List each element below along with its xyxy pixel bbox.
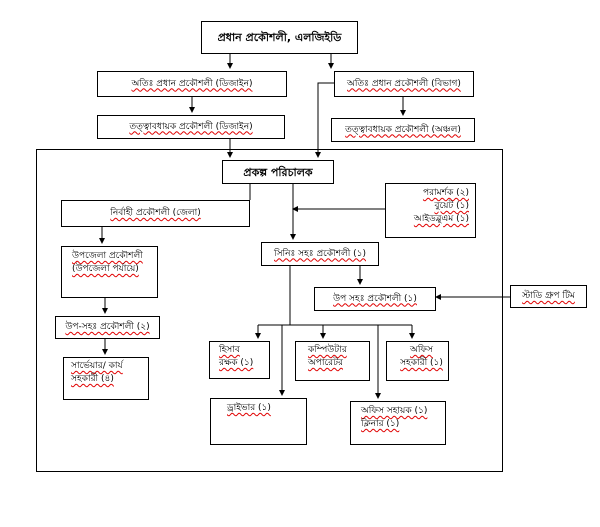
assistant-engineer-label: উপ সহঃ প্রকৌশলী (১) (333, 293, 417, 304)
upazila-engineer-box: উপজেলা প্রকৌশলী (উপজেলা পর্যায়ে) (61, 246, 158, 298)
office-support-line1: অফিস সহায়ক (১) (361, 406, 428, 416)
accountant-line1: হিসাব (219, 345, 240, 355)
computer-operator-line1: কম্পিউটার (308, 345, 347, 355)
accountant-line2: রক্ষক (১) (219, 358, 254, 368)
driver-label: ড্রাইভার (১) (227, 403, 271, 413)
superintending-region-box: তত্ত্বাবধায়ক প্রকৌশলী (অঞ্চল) (331, 118, 475, 142)
office-assistant-line1: অফিস (410, 345, 433, 355)
project-director-label: প্রকল্প পরিচালক (243, 165, 313, 179)
upazila-engineer-line2: (উপজেলা পর্যায়ে) (72, 264, 139, 274)
superintending-design-label: তত্ত্বাবধায়ক প্রকৌশলী (ডিজাইন) (129, 121, 253, 132)
chief-engineer-box: প্রধান প্রকৌশলী, এলজিইডি (201, 21, 358, 54)
study-team-label: স্টাডি গ্রুপ টিম (522, 291, 575, 301)
superintending-region-label: তত্ত্বাবধায়ক প্রকৌশলী (অঞ্চল) (345, 124, 461, 135)
additional-chief-division-label: অতিঃ প্রধান প্রকৌশলী (বিভাগ) (347, 78, 461, 89)
sub-assistant-engineer-label: উপ-সহঃ প্রকৌশলী (২) (65, 322, 150, 332)
additional-chief-division-box: অতিঃ প্রধান প্রকৌশলী (বিভাগ) (334, 71, 474, 97)
executive-engineer-box: নির্বাহী প্রকৌশলী (জেলা) (61, 200, 250, 227)
consultants-line3: আইডব্লুএম (১) (413, 214, 469, 224)
chief-engineer-label: প্রধান প্রকৌশলী, এলজিইডি (217, 31, 342, 44)
consultants-box: পরামর্শক (২) বুয়েট (১) আইডব্লুএম (১) (385, 183, 476, 238)
project-director-box: প্রকল্প পরিচালক (222, 160, 334, 184)
computer-operator-box: কম্পিউটার অপারেটর (295, 341, 370, 381)
surveyor-line1: সার্ভেয়ার/ কার্য (71, 361, 123, 371)
office-support-box: অফিস সহায়ক (১) ক্লিনার (১) (350, 401, 446, 445)
driver-box: ড্রাইভার (১) (210, 398, 307, 445)
additional-chief-design-box: অতিঃ প্রধান প্রকৌশলী (ডিজাইন) (97, 71, 287, 97)
accountant-box: হিসাব রক্ষক (১) (209, 341, 270, 379)
study-team-box: স্টাডি গ্রুপ টিম (510, 285, 587, 308)
office-assistant-box: অফিস সহকারী (১) (386, 341, 449, 381)
senior-assistant-engineer-box: সিনিঃ সহঃ প্রকৌশলী (১) (261, 242, 379, 266)
assistant-engineer-box: উপ সহঃ প্রকৌশলী (১) (314, 287, 436, 311)
consultants-line2: বুয়েট (১) (434, 201, 469, 211)
upazila-engineer-line1: উপজেলা প্রকৌশলী (72, 251, 143, 261)
surveyor-line2: সহকারী (৪) (71, 374, 114, 384)
surveyor-box: সার্ভেয়ার/ কার্য সহকারী (৪) (63, 357, 149, 400)
sub-assistant-engineer-box: উপ-সহঃ প্রকৌশলী (২) (55, 316, 160, 339)
additional-chief-design-label: অতিঃ প্রধান প্রকৌশলী (ডিজাইন) (131, 78, 253, 89)
superintending-design-box: তত্ত্বাবধায়ক প্রকৌশলী (ডিজাইন) (97, 115, 285, 139)
senior-assistant-engineer-label: সিনিঃ সহঃ প্রকৌশলী (১) (274, 248, 366, 259)
project-boundary (36, 149, 503, 472)
consultants-line1: পরামর্শক (২) (422, 188, 469, 198)
computer-operator-line2: অপারেটর (308, 358, 343, 368)
office-support-line2: ক্লিনার (১) (361, 419, 400, 429)
office-assistant-line2: সহকারী (১) (400, 358, 443, 368)
executive-engineer-label: নির্বাহী প্রকৌশলী (জেলা) (110, 208, 201, 218)
